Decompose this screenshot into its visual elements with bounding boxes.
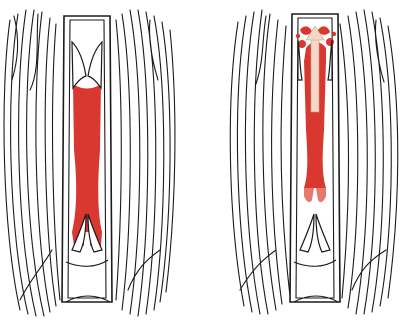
muscle-left-icon bbox=[4, 10, 60, 316]
muscle-left-icon bbox=[230, 10, 290, 314]
right-panel bbox=[230, 10, 397, 314]
blood-icon bbox=[72, 84, 102, 232]
muscle-right-icon bbox=[340, 10, 398, 314]
left-panel bbox=[4, 10, 175, 316]
muscle-right-icon bbox=[116, 10, 175, 316]
